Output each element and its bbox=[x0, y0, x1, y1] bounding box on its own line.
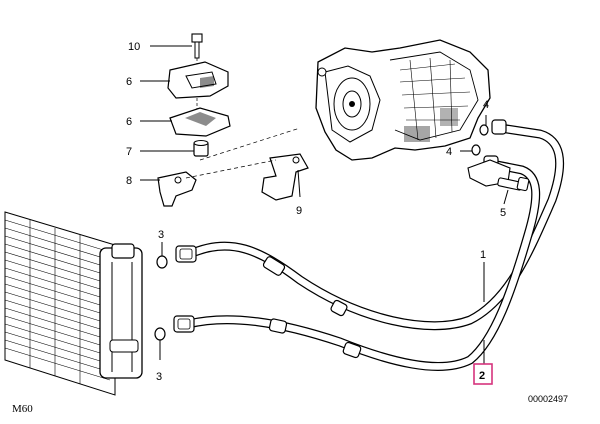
sealing-washers bbox=[154, 124, 489, 341]
callout-3-lower: 3 bbox=[156, 371, 162, 383]
transmission-illustration bbox=[315, 39, 491, 161]
callout-6-upper: 6 bbox=[126, 76, 132, 88]
callout-3-upper: 3 bbox=[158, 229, 164, 241]
callout-7: 7 bbox=[126, 146, 132, 158]
callout-5: 5 bbox=[500, 207, 506, 219]
callout-2-highlight-box[interactable] bbox=[473, 363, 493, 385]
callout-4-upper: 4 bbox=[483, 99, 489, 111]
callout-10: 10 bbox=[128, 41, 140, 53]
bracket-assembly-illustration bbox=[157, 33, 309, 207]
callout-8: 8 bbox=[126, 175, 132, 187]
part-number-label: 00002497 bbox=[528, 394, 568, 404]
bolt-illustration bbox=[497, 176, 530, 192]
callout-1: 1 bbox=[480, 249, 486, 261]
callout-4-lower: 4 bbox=[446, 146, 452, 158]
callout-6-lower: 6 bbox=[126, 116, 132, 128]
cooler-hose-lines bbox=[173, 119, 565, 371]
radiator-illustration bbox=[4, 211, 143, 396]
callout-9: 9 bbox=[296, 205, 302, 217]
callout-2: 2 bbox=[479, 370, 485, 382]
model-label: M60 bbox=[12, 403, 33, 415]
leader-lines bbox=[140, 45, 509, 364]
